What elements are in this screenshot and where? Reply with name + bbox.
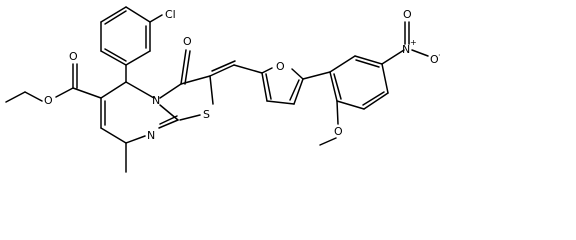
atom-o-methoxy: O: [334, 125, 343, 138]
atom-o-carbonyl: O: [183, 35, 192, 48]
atom-s-ring: S: [203, 108, 210, 121]
atom-cl: Cl: [165, 8, 176, 21]
atom-n-nitro: N: [402, 43, 410, 56]
atom-o-nitro-double: O: [403, 8, 412, 21]
molecule-structure: Cl O N S N O O O O N + O O ·: [5, 6, 441, 173]
charge-o-nitro: ·: [438, 51, 441, 60]
atom-o-furan: O: [276, 60, 285, 73]
atom-o-ester-double: O: [69, 50, 78, 63]
atom-labels: Cl O N S N O O O O N + O O ·: [44, 8, 441, 142]
atom-o-ester-single: O: [44, 94, 53, 107]
charge-n-nitro: +: [410, 38, 417, 47]
atom-n-imine: N: [147, 129, 155, 142]
atom-n-ring: N: [152, 94, 160, 107]
bonds: [5, 6, 429, 173]
atom-o-nitro-single: O: [430, 53, 439, 66]
